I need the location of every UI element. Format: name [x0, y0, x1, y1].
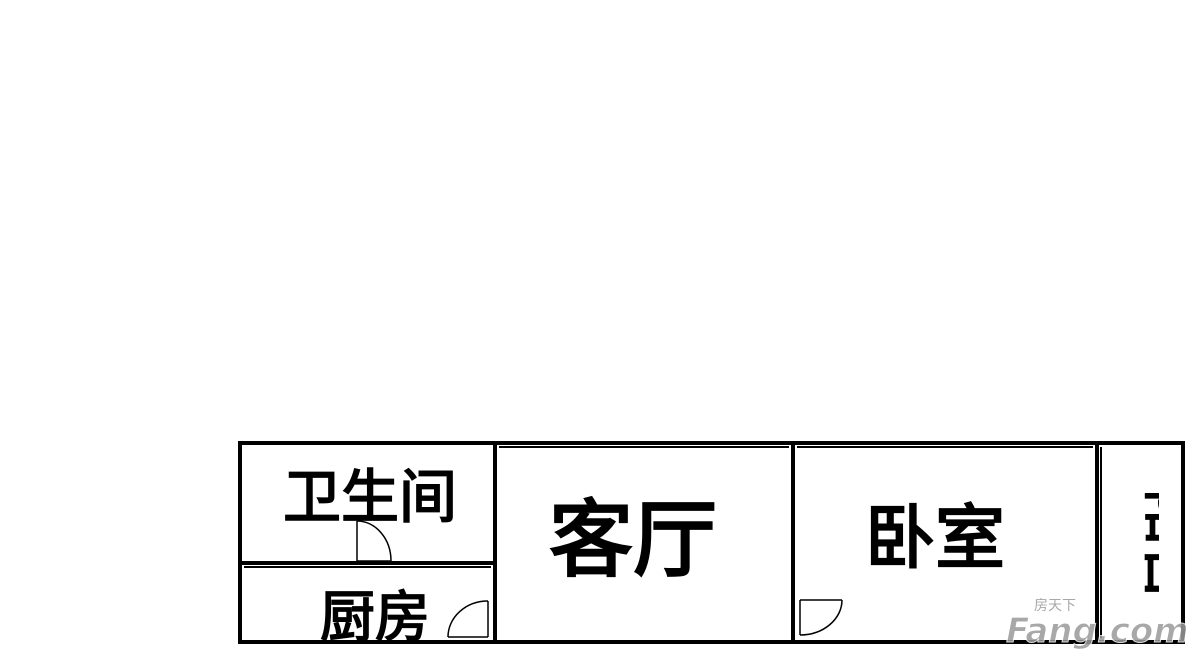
room-label-bathroom: 卫生间 [283, 463, 457, 531]
outer-wall [238, 441, 1185, 644]
balcony-label-group: 阳台 [1136, 489, 1201, 601]
watermark-brand-en: Fang.com [1006, 611, 1186, 650]
door-bedroom-icon [799, 599, 843, 636]
watermark-brand-cn: 房天下 [1034, 598, 1076, 614]
watermark-logo: 房天下 Fang.com [1006, 598, 1186, 650]
room-label-kitchen: 厨房 [320, 585, 430, 649]
door-kitchen-icon [447, 600, 489, 638]
room-label-living: 客厅 [549, 491, 717, 589]
door-bathroom-icon [356, 520, 392, 562]
room-label-balcony: 阳台 [1136, 489, 1201, 601]
room-label-bedroom: 卧室 [865, 497, 1005, 579]
